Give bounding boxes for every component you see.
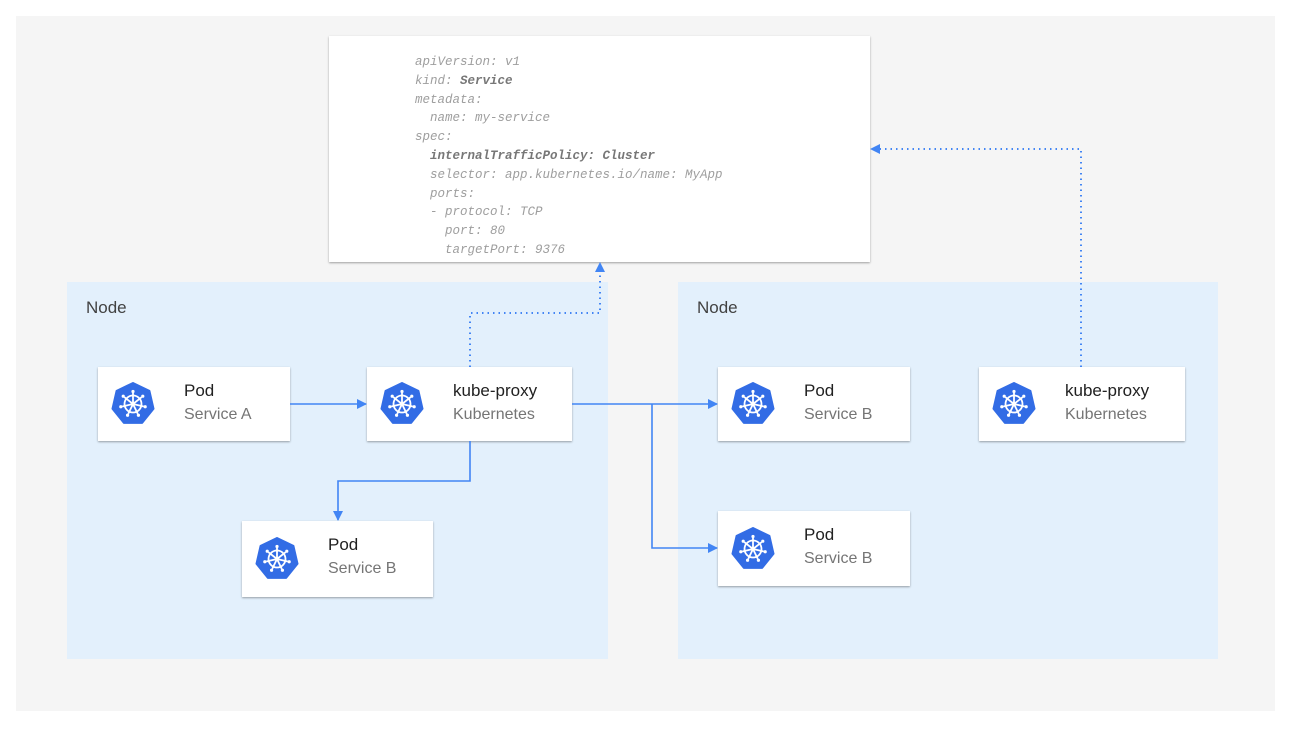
card-title: Pod	[804, 525, 835, 544]
node-left: Node	[67, 282, 608, 659]
pod-service-a-card: Pod Service A	[98, 367, 290, 441]
service-yaml-box: apiVersion: v1 kind: Service metadata: n…	[329, 36, 870, 262]
service-yaml-code: apiVersion: v1 kind: Service metadata: n…	[415, 53, 723, 260]
kubernetes-icon	[111, 382, 155, 424]
yaml-line: apiVersion: v1	[415, 55, 521, 69]
yaml-line: port: 80	[415, 224, 506, 239]
yaml-line: name: my-service	[415, 111, 551, 126]
yaml-line: spec:	[415, 130, 453, 145]
card-title: kube-proxy	[1065, 381, 1150, 400]
kubernetes-icon	[731, 382, 775, 424]
card-title: Pod	[184, 381, 215, 400]
kubernetes-icon	[380, 382, 424, 424]
yaml-line: ports:	[415, 186, 476, 201]
kube-proxy-card-left: kube-proxy Kubernetes	[367, 367, 572, 441]
pod-service-b-card-right-2: Pod Service B	[718, 511, 910, 586]
card-title: Pod	[328, 535, 359, 554]
yaml-line: targetPort: 9376	[415, 242, 566, 257]
yaml-line: kind: Service	[415, 73, 513, 88]
pod-service-b-card-left: Pod Service B	[242, 521, 433, 597]
kubernetes-icon	[992, 382, 1036, 424]
kubernetes-icon	[731, 526, 775, 569]
yaml-line: internalTrafficPolicy: Cluster	[415, 148, 656, 163]
card-title: kube-proxy	[453, 381, 538, 400]
card-subtitle: Service A	[184, 406, 252, 423]
node-label: Node	[697, 298, 738, 317]
card-subtitle: Kubernetes	[453, 406, 535, 423]
card-subtitle: Service B	[328, 560, 397, 577]
kube-proxy-card-right: kube-proxy Kubernetes	[979, 367, 1185, 441]
node-right: Node	[678, 282, 1218, 659]
yaml-line: metadata:	[415, 92, 483, 107]
card-subtitle: Service B	[804, 550, 873, 567]
yaml-line: - protocol: TCP	[415, 205, 543, 220]
pod-service-b-card-right-1: Pod Service B	[718, 367, 910, 441]
card-subtitle: Kubernetes	[1065, 406, 1147, 423]
card-subtitle: Service B	[804, 406, 873, 423]
node-label: Node	[86, 298, 127, 317]
kubernetes-icon	[255, 537, 299, 579]
card-title: Pod	[804, 381, 835, 400]
yaml-line: selector: app.kubernetes.io/name: MyApp	[415, 167, 723, 182]
